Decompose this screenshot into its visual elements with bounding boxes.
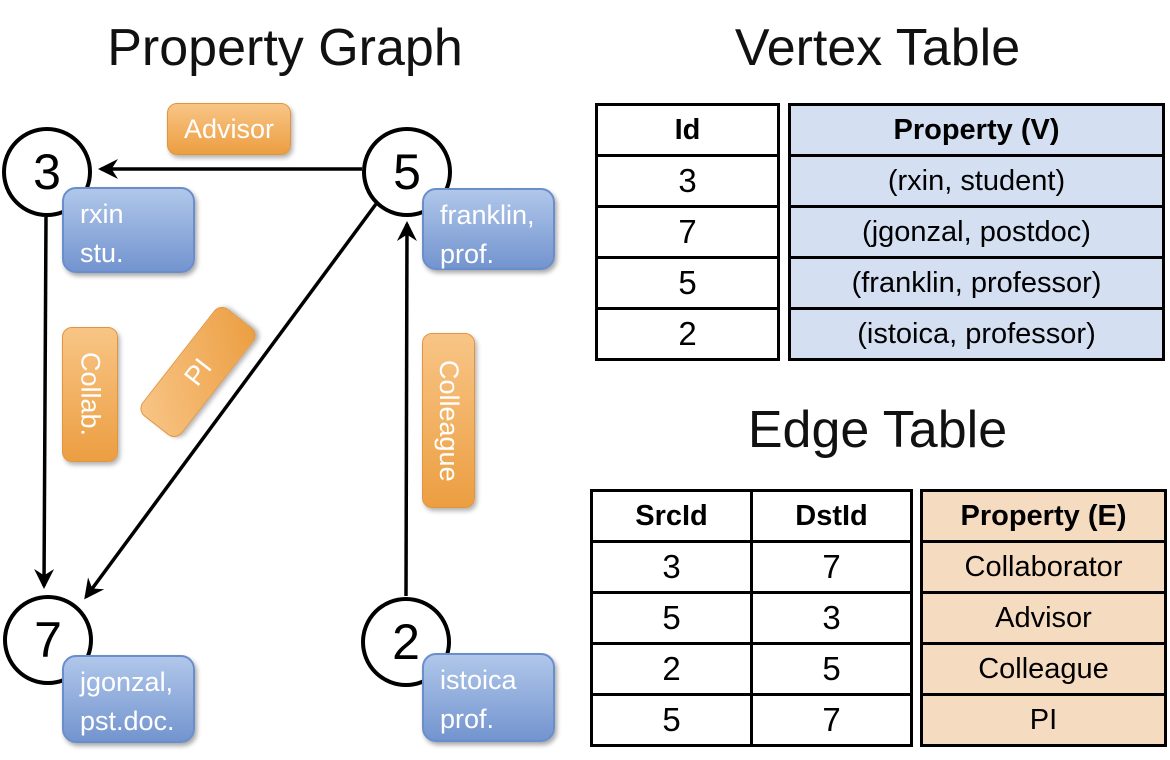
edge-label-text: PI xyxy=(177,352,218,391)
edge-table-cell: 5 xyxy=(590,693,753,747)
edge-table-header-srcid: SrcId xyxy=(590,489,753,543)
vertex-property-line: franklin, xyxy=(440,200,535,230)
vertex-property-line: pst.doc. xyxy=(80,706,175,737)
vertex-node-2-id: 2 xyxy=(392,614,420,670)
edge-5-to-7 xyxy=(84,202,378,600)
edge-2-to-5 xyxy=(396,221,417,597)
edge-table-cell: Collaborator xyxy=(920,540,1167,594)
vertex-property-line: rxin xyxy=(80,199,124,229)
vertex-node-2: 2 xyxy=(361,597,451,687)
vertex-table-header-property: Property (V) xyxy=(788,103,1165,157)
vertex-table-id-column: Id 3 7 5 2 xyxy=(595,103,780,361)
vertex-table-cell: (rxin, student) xyxy=(788,154,1165,208)
edge-label-colleague: Colleague xyxy=(422,333,475,508)
vertex-node-5-id: 5 xyxy=(393,144,421,200)
edge-table-cell: 7 xyxy=(750,540,913,594)
edge-table-cell: 7 xyxy=(750,693,913,747)
edge-table-id-columns: SrcId DstId 3 7 5 3 2 5 5 7 xyxy=(590,489,913,747)
vertex-property-line: jgonzal, xyxy=(80,667,174,697)
vertex-property-box-franklin: franklin, prof. xyxy=(422,188,555,270)
vertex-table-cell: 3 xyxy=(595,154,780,208)
vertex-node-7-id: 7 xyxy=(34,612,62,668)
vertex-table-cell: 2 xyxy=(595,307,780,361)
vertex-table-cell: (istoica, professor) xyxy=(788,307,1165,361)
vertex-table-title: Vertex Table xyxy=(734,19,1021,77)
vertex-property-line: istoica xyxy=(440,665,517,695)
vertex-node-5: 5 xyxy=(362,127,452,217)
vertex-property-box-rxin: rxin stu. xyxy=(62,187,195,273)
property-graph-diagram: 3 5 7 2 rxin stu. franklin, prof. jgonza… xyxy=(2,103,555,743)
edge-label-text: Colleague xyxy=(434,359,464,482)
edge-table-header-dstid: DstId xyxy=(750,489,913,543)
vertex-table-cell: (franklin, professor) xyxy=(788,256,1165,310)
edge-label-text: Collab. xyxy=(75,352,106,437)
vertex-table-cell: 7 xyxy=(595,205,780,259)
edge-table-cell: Advisor xyxy=(920,591,1167,645)
edge-table-cell: Colleague xyxy=(920,642,1167,696)
edge-table-cell: 3 xyxy=(750,591,913,645)
vertex-property-line: prof. xyxy=(440,239,495,270)
vertex-node-3-id: 3 xyxy=(33,144,61,200)
vertex-property-box-jgonzal: jgonzal, pst.doc. xyxy=(62,655,195,743)
edge-3-to-7 xyxy=(34,216,55,589)
edge-table-cell: 5 xyxy=(590,591,753,645)
edge-table-cell: 2 xyxy=(590,642,753,696)
vertex-table-header-id: Id xyxy=(595,103,780,157)
vertex-property-line: prof. xyxy=(440,704,495,735)
edge-table-header-property: Property (E) xyxy=(920,489,1167,543)
vertex-property-line: stu. xyxy=(80,238,124,269)
edge-table-cell: 5 xyxy=(750,642,913,696)
edge-label-advisor: Advisor xyxy=(167,103,291,155)
vertex-table-cell: 5 xyxy=(595,256,780,310)
vertex-property-box-istoica: istoica prof. xyxy=(422,653,555,742)
edge-table-cell: PI xyxy=(920,693,1167,747)
vertex-table-cell: (jgonzal, postdoc) xyxy=(788,205,1165,259)
property-graph-title: Property Graph xyxy=(107,19,463,77)
vertex-table-property-column: Property (V) (rxin, student) (jgonzal, p… xyxy=(788,103,1165,361)
edge-label-text: Advisor xyxy=(183,113,275,144)
edge-label-collaborator: Collab. xyxy=(62,327,118,462)
edge-table-property-column: Property (E) Collaborator Advisor Collea… xyxy=(920,489,1167,747)
graph-edges-canvas xyxy=(34,159,417,600)
edge-table-cell: 3 xyxy=(590,540,753,594)
edge-table-title: Edge Table xyxy=(747,401,1008,459)
